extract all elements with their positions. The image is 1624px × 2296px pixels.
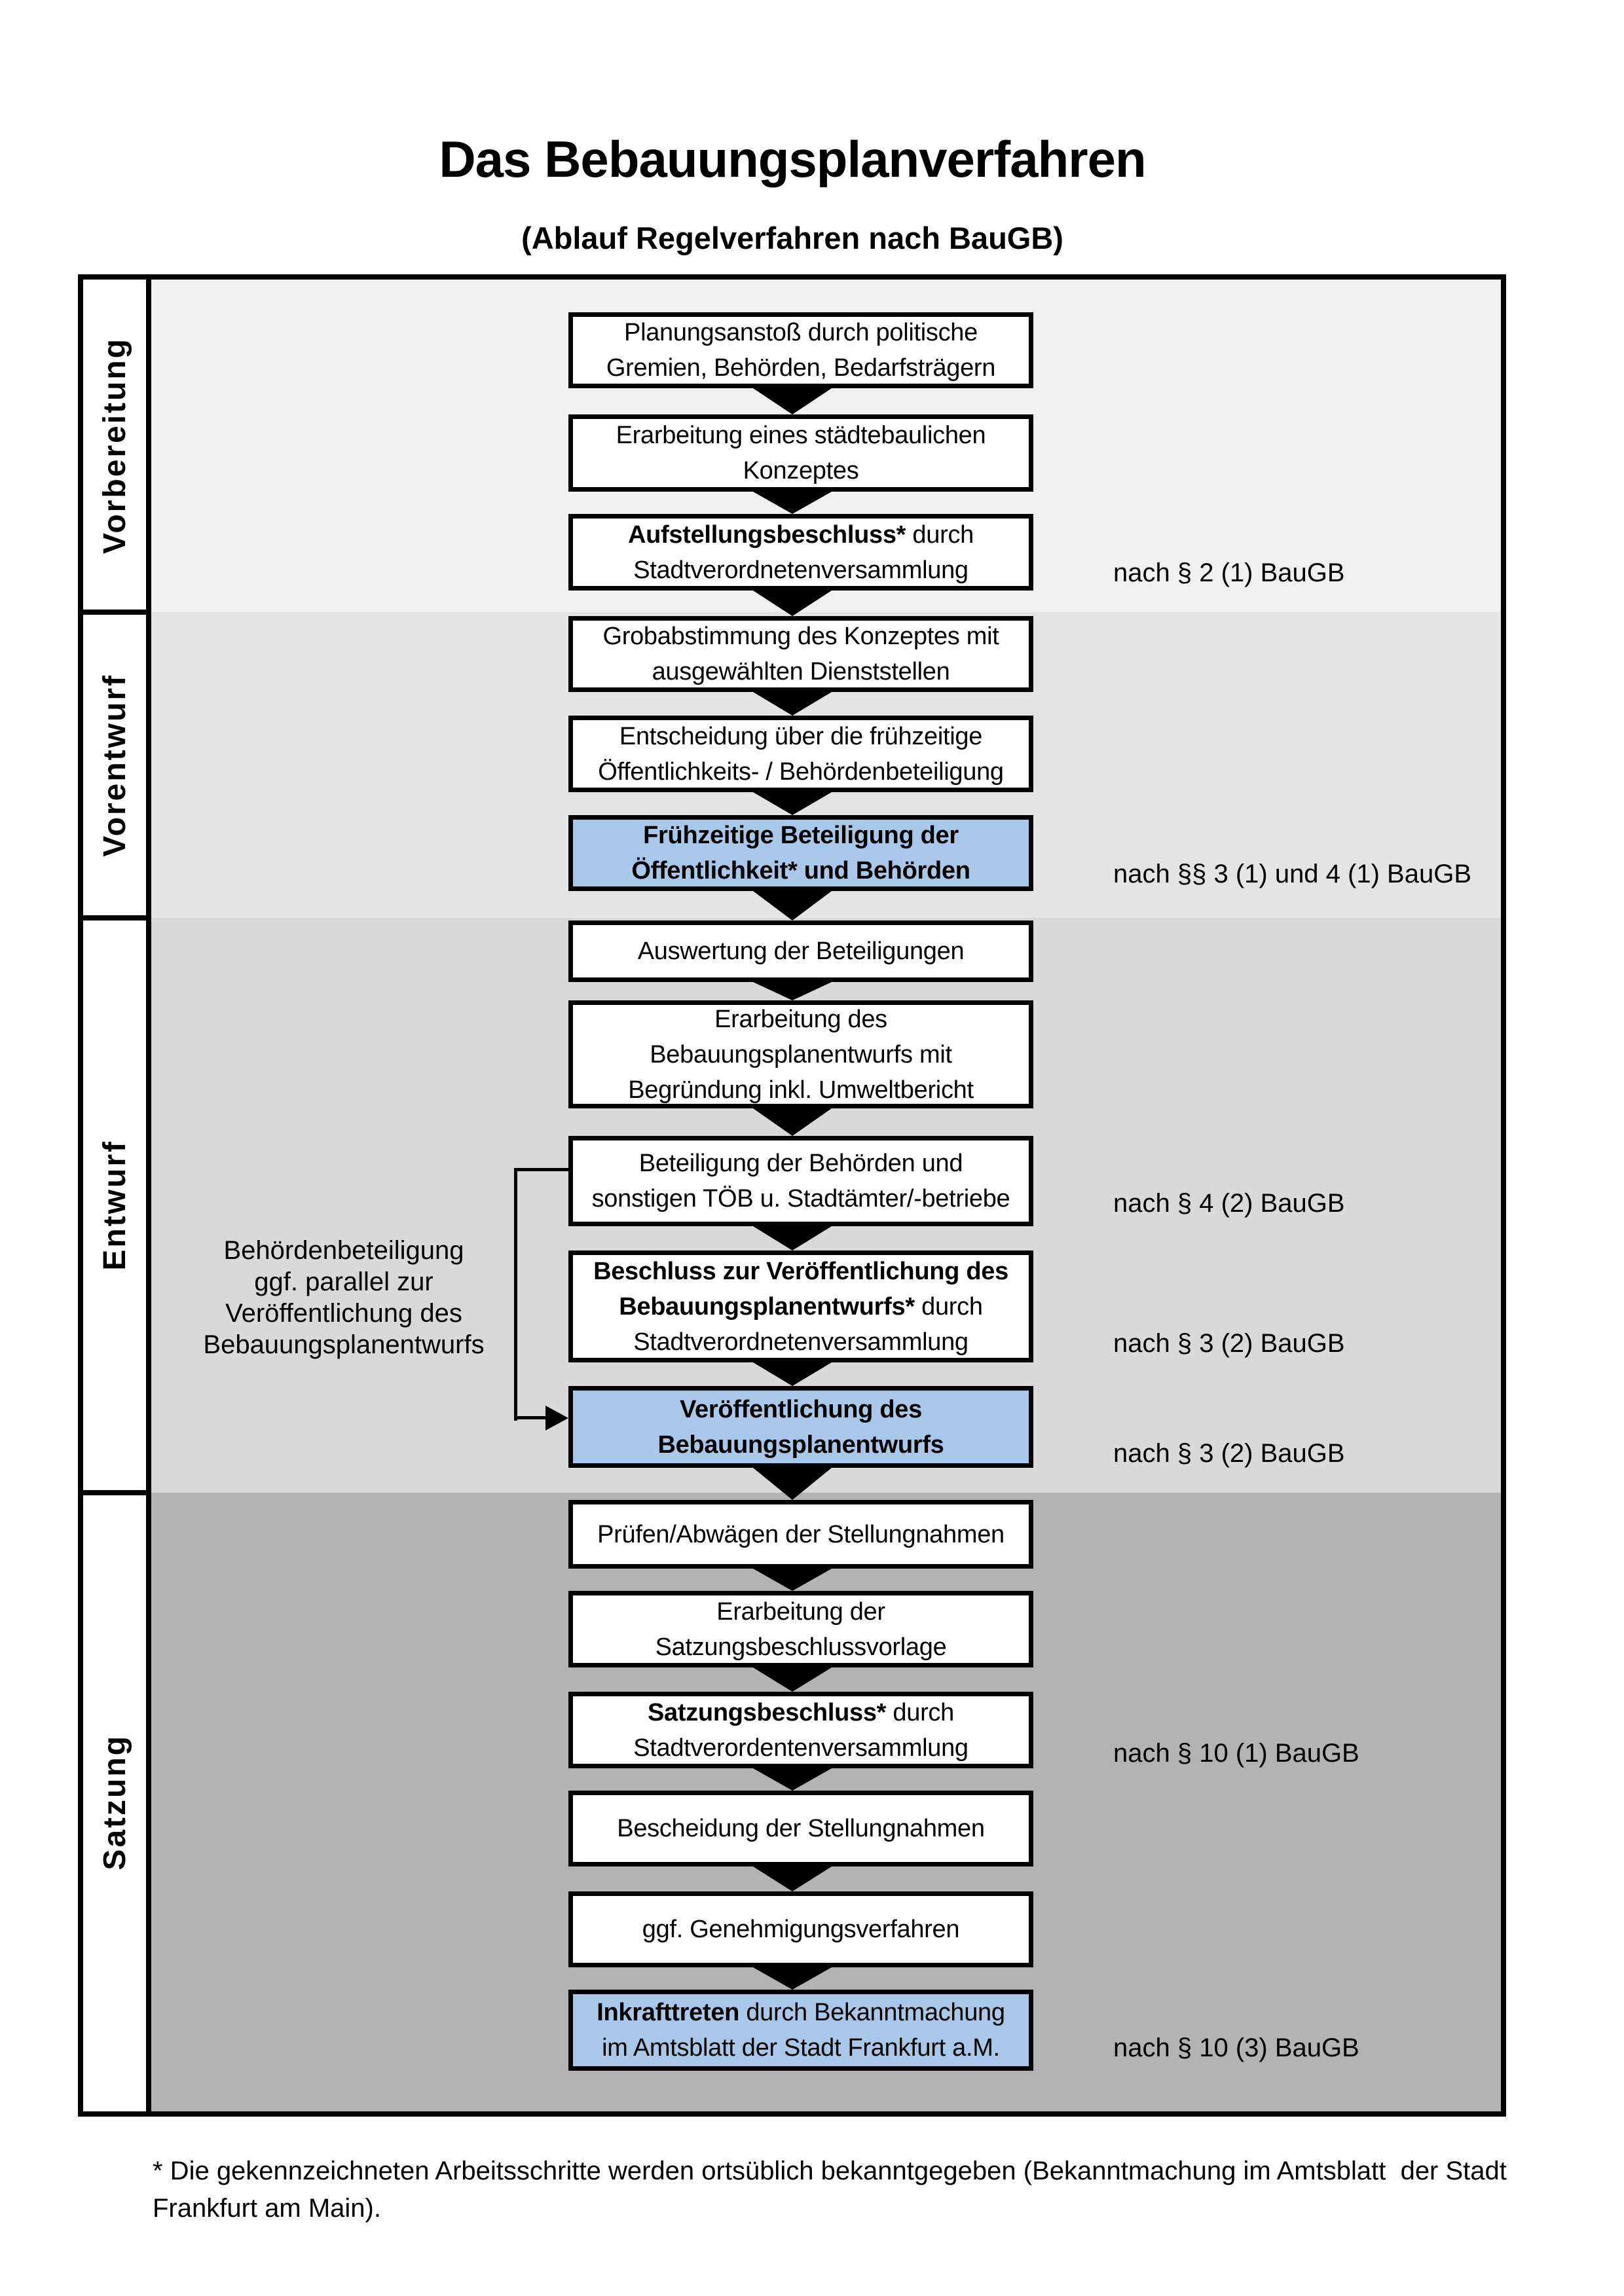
flow-arrow-down-icon xyxy=(753,792,832,815)
phase-label-separator xyxy=(83,610,151,615)
step-text-line: Gremien, Behörden, Bedarfsträgern xyxy=(606,354,996,382)
step-box-bescheidung-stellungnahmen: Bescheidung der Stellungnahmen xyxy=(568,1791,1033,1867)
step-text-line: Konzeptes xyxy=(743,457,859,484)
page-subtitle: (Ablauf Regelverfahren nach BauGB) xyxy=(521,221,1063,255)
step-box-auswertung-beteiligungen: Auswertung der Beteiligungen xyxy=(568,920,1033,982)
step-text-line: Stadtverordnetenversammlung xyxy=(633,1328,969,1356)
phase-label-separator xyxy=(83,915,151,920)
parallel-connector-bottom-line xyxy=(514,1416,548,1419)
step-text-line: Satzungsbeschluss* durch xyxy=(648,1698,954,1726)
step-text-line: Frühzeitige Beteiligung der xyxy=(643,822,959,849)
legal-ref: nach § 3 (2) BauGB xyxy=(1113,1439,1345,1468)
phase-label-satzung: Satzung xyxy=(83,1493,146,2111)
step-text-line: ausgewählten Dienststellen xyxy=(652,658,950,685)
flow-arrow-down-icon xyxy=(753,591,832,616)
step-text-line: Erarbeitung der xyxy=(716,1597,885,1626)
phase-label-text: Vorbereitung xyxy=(97,337,132,555)
phase-label-entwurf: Entwurf xyxy=(83,918,146,1493)
flow-arrow-down-icon xyxy=(753,1108,832,1136)
step-box-inkrafttreten: Inkrafttreten durch Bekanntmachung im Amt… xyxy=(568,1990,1033,2071)
step-text-line: Aufstellungsbeschluss* durch xyxy=(628,520,974,549)
phase-label-vorentwurf: Vorentwurf xyxy=(83,612,146,918)
legal-ref: nach § 10 (1) BauGB xyxy=(1113,1739,1359,1768)
step-box-pruefen-abwaegen: Prüfen/Abwägen der Stellungnahmen xyxy=(568,1500,1033,1569)
step-text-line: Bebauungsplanentwurfs xyxy=(657,1430,944,1459)
step-text-line: Bebauungsplanentwurfs mit xyxy=(650,1040,952,1068)
page-title: Das Bebauungsplanverfahren xyxy=(439,130,1146,188)
flow-arrow-down-icon xyxy=(753,492,832,514)
step-text-line: Auswertung der Beteiligungen xyxy=(637,938,965,965)
parallel-connector-arrowhead-icon xyxy=(545,1406,568,1430)
legal-ref: nach § 2 (1) BauGB xyxy=(1113,558,1345,587)
side-note-line: ggf. parallel zur xyxy=(254,1267,434,1296)
step-text-line: Stadtverordnetenversammlung xyxy=(633,556,969,584)
flow-arrow-down-icon xyxy=(753,1667,832,1692)
step-text-line: Bebauungsplanentwurfs* durch xyxy=(619,1292,983,1321)
flow-arrow-down-icon xyxy=(753,1362,832,1386)
legal-ref: nach §§ 3 (1) und 4 (1) BauGB xyxy=(1113,860,1471,888)
step-text-line: Planungsanstoß durch politische xyxy=(624,319,978,346)
phase-label-vorbereitung: Vorbereitung xyxy=(83,280,146,612)
parallel-connector-top-line xyxy=(514,1168,568,1171)
flow-arrow-down-icon xyxy=(753,1468,832,1500)
step-text-line: Erarbeitung des xyxy=(714,1005,887,1033)
phase-label-text: Entwurf xyxy=(97,1140,132,1271)
step-text-line: Öffentlichkeit* und Behörden xyxy=(631,857,970,884)
step-text-line: Bescheidung der Stellungnahmen xyxy=(617,1815,985,1842)
step-text-line: Öffentlichkeits- / Behördenbeteiligung xyxy=(598,757,1004,786)
step-text-line: Begründung inkl. Umweltbericht xyxy=(628,1076,974,1104)
step-box-genehmigungsverfahren: ggf. Genehmigungsverfahren xyxy=(568,1891,1033,1967)
side-note-line: Bebauungsplanentwurfs xyxy=(203,1330,485,1359)
step-text-line: Grobabstimmung des Konzeptes mit xyxy=(602,623,999,650)
side-note-line: Veröffentlichung des xyxy=(225,1299,462,1328)
footnote-line-2: Frankfurt am Main). xyxy=(153,2194,381,2223)
step-text-line: Beteiligung der Behörden und xyxy=(638,1150,963,1177)
flow-arrow-down-icon xyxy=(753,1967,832,1990)
step-text-line: ggf. Genehmigungsverfahren xyxy=(642,1916,960,1943)
phase-label-divider xyxy=(146,280,151,2111)
step-text-line: im Amtsblatt der Stadt Frankfurt a.M. xyxy=(602,2034,1000,2062)
flow-arrow-down-icon xyxy=(753,692,832,716)
step-text-line: sonstigen TÖB u. Stadtämter/-betriebe xyxy=(591,1185,1010,1212)
parallel-connector-vertical-line xyxy=(514,1168,517,1421)
legal-ref: nach § 4 (2) BauGB xyxy=(1113,1189,1345,1218)
step-text-line: Erarbeitung eines städtebaulichen xyxy=(616,422,986,449)
flow-arrow-down-icon xyxy=(753,1226,832,1250)
step-text-line: Veröffentlichung des xyxy=(680,1395,922,1423)
phase-label-separator xyxy=(83,1490,151,1495)
step-text-line: Satzungsbeschlussvorlage xyxy=(655,1633,947,1661)
step-box-beteiligung-behoerden: Beteiligung der Behörden und sonstigen TÖ… xyxy=(568,1136,1033,1226)
footnote-line-1: * Die gekennzeichneten Arbeitsschritte w… xyxy=(153,2157,1507,2185)
step-text-line: Inkrafttreten durch Bekanntmachung xyxy=(597,1999,1005,2026)
flow-arrow-down-icon xyxy=(753,982,832,1000)
flow-arrow-down-icon xyxy=(753,388,832,414)
flowchart-frame xyxy=(78,274,1506,2117)
flow-arrow-down-icon xyxy=(753,1768,832,1791)
step-text-line: Stadtverordentenversammlung xyxy=(633,1734,969,1762)
phase-label-text: Vorentwurf xyxy=(97,673,132,857)
step-box-grobabstimmung: Grobabstimmung des Konzeptes mit ausgewäh… xyxy=(568,616,1033,692)
flow-arrow-down-icon xyxy=(753,1867,832,1891)
flow-arrow-down-icon xyxy=(753,891,832,920)
side-note-line: Behördenbeteiligung xyxy=(223,1236,464,1265)
footnote: * Die gekennzeichneten Arbeitsschritte w… xyxy=(153,2153,1534,2227)
flow-arrow-down-icon xyxy=(753,1569,832,1591)
step-text-line: Prüfen/Abwägen der Stellungnahmen xyxy=(597,1520,1005,1548)
legal-ref: nach § 10 (3) BauGB xyxy=(1113,2033,1359,2062)
legal-ref: nach § 3 (2) BauGB xyxy=(1113,1329,1345,1358)
phase-label-text: Satzung xyxy=(97,1734,132,1870)
step-text-line: Beschluss zur Veröffentlichung des xyxy=(593,1257,1008,1285)
step-text-line: Entscheidung über die frühzeitige xyxy=(619,722,983,750)
